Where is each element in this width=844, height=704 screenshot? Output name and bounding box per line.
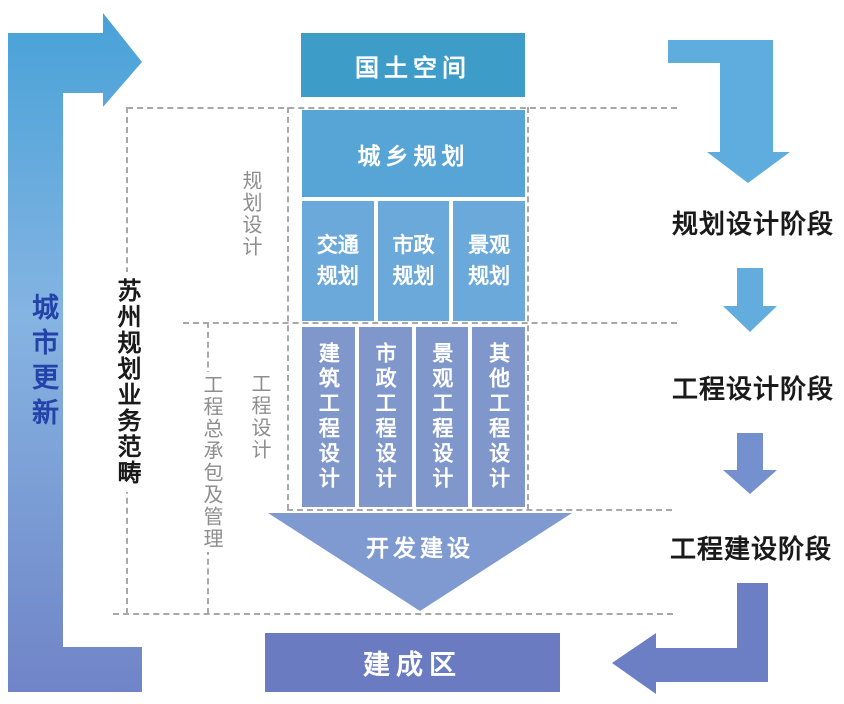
node-traffic-planning-label: 交通规划 xyxy=(316,232,359,289)
node-municipal-planning-label: 市政规划 xyxy=(392,232,435,289)
engineering-box-row: 建筑工程设计 市政工程设计 景观工程设计 其他工程设计 xyxy=(302,327,525,507)
node-traffic-planning: 交通规划 xyxy=(302,201,374,321)
stage-label-engineering-construction: 工程建设阶段 xyxy=(669,535,832,564)
node-other-engineering-design: 其他工程设计 xyxy=(472,327,525,507)
node-architectural-engineering-design: 建筑工程设计 xyxy=(302,327,355,507)
section-label-epc-management: 工程总承包及管理 xyxy=(197,372,226,552)
node-other-engineering-design-label: 其他工程设计 xyxy=(486,342,511,492)
node-development-construction-label: 开发建设 xyxy=(366,536,474,561)
node-built-area: 建成区 xyxy=(265,633,560,692)
urban-renewal-loop-arrow xyxy=(8,13,142,692)
dashed-boundary-top xyxy=(127,107,677,109)
down-arrow-1-icon xyxy=(723,268,777,332)
node-urban-rural-planning: 城乡规划 xyxy=(302,110,525,197)
section-label-planning-design: 规划设计 xyxy=(239,170,261,258)
bottom-right-elbow-arrow-icon xyxy=(612,583,768,694)
dashed-boundary-middle xyxy=(183,322,677,324)
stage-label-engineering-design: 工程设计阶段 xyxy=(671,375,834,404)
dashed-boundary-bottom xyxy=(113,613,673,615)
scope-label: 苏州规划业务范畴 xyxy=(110,272,144,492)
node-municipal-engineering-design: 市政工程设计 xyxy=(358,327,412,507)
top-right-elbow-arrow-icon xyxy=(668,40,790,183)
planning-box-row: 交通规划 市政规划 景观规划 xyxy=(302,201,525,321)
dashed-boundary-column-right xyxy=(527,107,529,510)
node-landscape-planning-label: 景观规划 xyxy=(468,232,511,289)
node-landscape-planning: 景观规划 xyxy=(453,201,525,321)
dashed-boundary-column-left xyxy=(287,107,289,510)
down-arrow-2-icon xyxy=(723,433,777,494)
node-municipal-planning: 市政规划 xyxy=(377,201,450,321)
node-landscape-engineering-design: 景观工程设计 xyxy=(415,327,469,507)
dashed-boundary-lower xyxy=(287,509,672,511)
node-municipal-engineering-design-label: 市政工程设计 xyxy=(373,342,398,492)
node-national-territory: 国土空间 xyxy=(301,33,525,97)
urban-renewal-label: 城市更新 xyxy=(28,293,58,433)
stage-label-planning-design: 规划设计阶段 xyxy=(671,210,834,239)
section-label-engineering-design: 工程设计 xyxy=(248,373,270,461)
node-architectural-engineering-design-label: 建筑工程设计 xyxy=(316,342,341,492)
node-landscape-engineering-design-label: 景观工程设计 xyxy=(429,342,454,492)
